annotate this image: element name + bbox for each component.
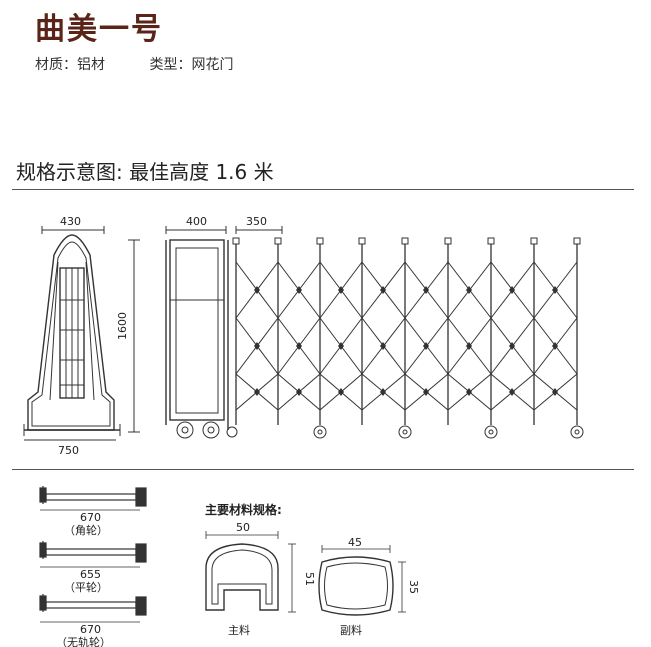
wheel-2-name: （平轮） xyxy=(64,580,108,594)
main-material-width: 50 xyxy=(236,521,250,534)
secondary-material-profile xyxy=(318,545,406,616)
main-material-height: 51 xyxy=(303,572,316,586)
product-title: 曲美一号 xyxy=(35,12,163,47)
front-width-top-label: 430 xyxy=(60,215,81,228)
materials-title: 主要材料规格: xyxy=(205,502,282,517)
front-width-base-label: 750 xyxy=(58,444,79,457)
front-height-label: 1600 xyxy=(116,312,129,340)
wheel-1-name: （角轮） xyxy=(64,523,108,537)
product-meta: 材质：铝材 类型：网花门 xyxy=(35,54,273,74)
wheel-bars xyxy=(39,486,147,623)
wheel-2-width: 655 xyxy=(80,568,101,581)
wheel-3-width: 670 xyxy=(80,623,101,636)
type-label: 类型：网花门 xyxy=(149,57,234,73)
front-view xyxy=(23,226,140,441)
side-view xyxy=(165,226,584,439)
secondary-material-width: 45 xyxy=(348,536,362,549)
head-width-label: 400 xyxy=(186,215,207,228)
panel-spacing-label: 350 xyxy=(246,215,267,228)
bottom-divider xyxy=(12,469,634,470)
main-material-profile xyxy=(205,531,296,613)
secondary-material-name: 副料 xyxy=(340,623,362,637)
main-material-name: 主料 xyxy=(228,623,250,637)
secondary-material-height: 35 xyxy=(407,580,420,594)
material-label: 材质：铝材 xyxy=(35,57,105,73)
top-divider xyxy=(12,189,634,190)
wheel-3-name: （无轨轮） xyxy=(56,635,111,647)
wheel-1-width: 670 xyxy=(80,511,101,524)
section-title: 规格示意图: 最佳高度 1.6 米 xyxy=(16,160,274,184)
